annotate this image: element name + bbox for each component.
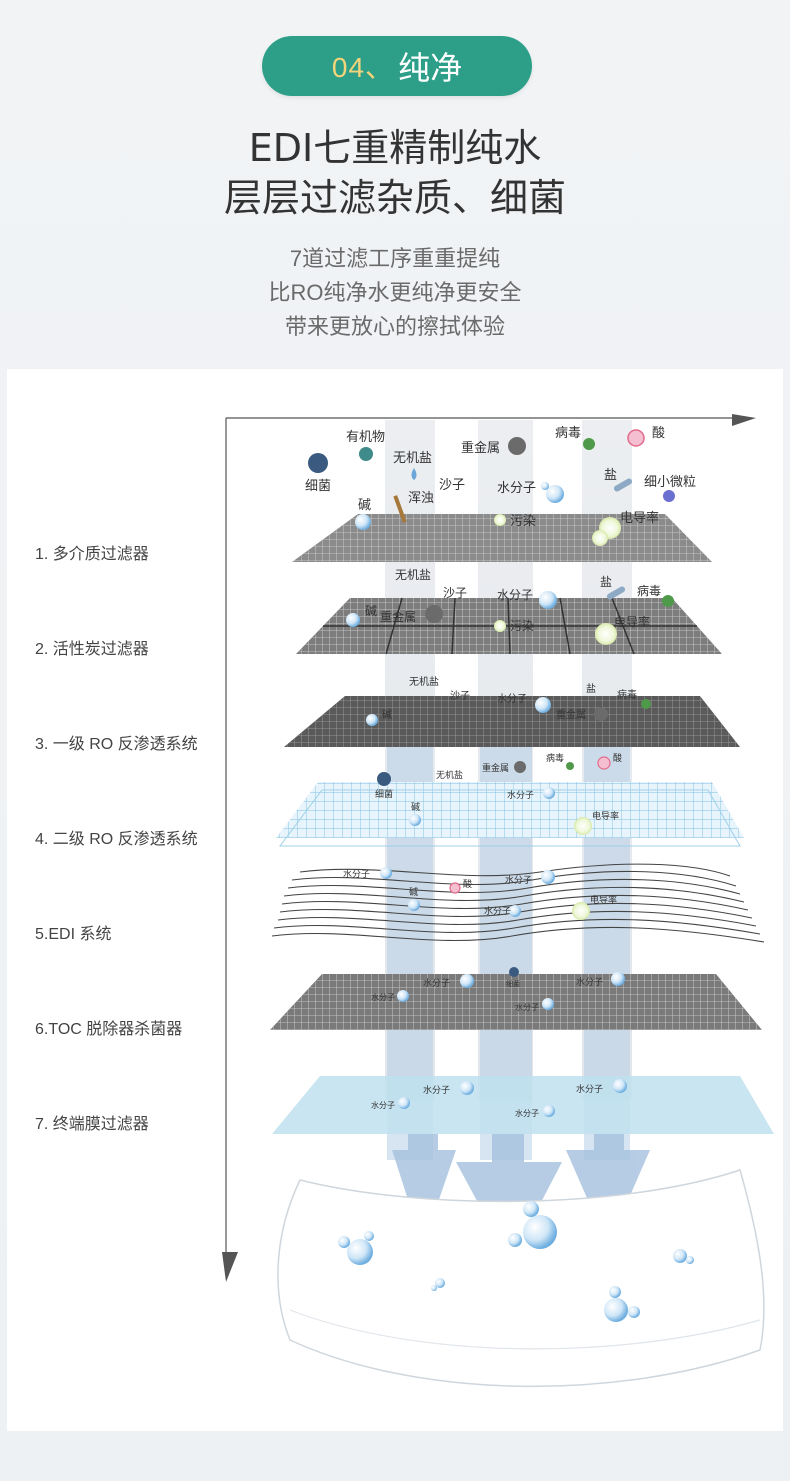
fine-particle-icon — [663, 490, 675, 502]
subtitle-line-1: 7道过滤工序重重提纯 — [289, 246, 501, 271]
label-alkali: 碱 — [358, 498, 371, 513]
filter-layer-4 — [276, 782, 744, 847]
impurity-icons — [308, 429, 675, 1117]
stage-label-6: 6.TOC 脱除器杀菌器 — [35, 1021, 183, 1038]
salt-crystal-icon — [613, 478, 633, 492]
filter-layer-7 — [272, 1076, 774, 1134]
label-turbidity: 浑浊 — [408, 491, 434, 506]
label-pollution: 污染 — [510, 514, 536, 529]
water-molecule-icon — [546, 485, 564, 503]
label-heavy-metal: 重金属 — [556, 708, 586, 721]
label-salt: 盐 — [604, 468, 617, 483]
stage-label-7: 7. 终端膜过滤器 — [35, 1116, 149, 1133]
label-heavy-metal: 重金属 — [380, 609, 416, 624]
label-water: 水分子 — [423, 977, 450, 989]
label-salt: 盐 — [600, 575, 612, 589]
turbidity-icon — [393, 495, 407, 523]
label-salt: 盐 — [586, 682, 596, 695]
label-bacteria: 细菌 — [506, 979, 520, 988]
subtitle-line-3: 带来更放心的擦拭体验 — [284, 314, 505, 339]
filter-layer-3 — [284, 696, 740, 747]
label-water: 水分子 — [576, 976, 603, 988]
label-alkali: 碱 — [365, 604, 377, 618]
acid-icon — [627, 429, 645, 447]
label-virus: 病毒 — [555, 426, 581, 441]
label-inorganic-salt: 无机盐 — [409, 675, 439, 688]
label-bacteria: 细菌 — [375, 788, 393, 800]
axis-frame — [222, 414, 756, 1282]
wipe-cloth — [277, 1169, 765, 1388]
label-water: 水分子 — [497, 588, 533, 602]
filter-layer-5 — [271, 863, 765, 943]
label-water: 水分子 — [343, 868, 370, 880]
label-inorganic-salt: 无机盐 — [436, 769, 463, 781]
label-sand: 沙子 — [443, 586, 467, 600]
label-virus: 病毒 — [637, 583, 661, 598]
label-inorganic-salt: 无机盐 — [393, 451, 432, 466]
filter-layer-2 — [296, 597, 722, 655]
label-water: 水分子 — [505, 874, 532, 886]
filter-layer-6 — [270, 974, 762, 1030]
stage-label-4: 4. 二级 RO 反渗透系统 — [35, 831, 198, 848]
label-conductivity: 电导率 — [592, 810, 619, 822]
label-water: 水分子 — [371, 992, 395, 1002]
section-badge: 04、 纯净 — [262, 36, 532, 96]
label-water: 水分子 — [515, 1108, 539, 1118]
label-acid: 酸 — [463, 879, 472, 890]
badge-label: 纯净 — [398, 50, 463, 86]
label-sand: 沙子 — [450, 690, 470, 702]
stage-label-3: 3. 一级 RO 反渗透系统 — [35, 736, 198, 753]
headline-line-2: 层层过滤杂质、细菌 — [223, 176, 566, 220]
label-virus: 病毒 — [546, 752, 564, 764]
impurity-labels: 有机物 细菌 无机盐 重金属 病毒 酸 碱 浑浊 沙子 水分子 盐 细小微粒 污… — [305, 426, 696, 1118]
organic-matter-icon — [359, 447, 373, 461]
label-heavy-metal: 重金属 — [482, 762, 509, 774]
label-alkali: 碱 — [382, 709, 392, 721]
alkali-icon — [355, 514, 371, 530]
stage-label-2: 2. 活性炭过滤器 — [35, 641, 149, 658]
label-water: 水分子 — [497, 693, 527, 705]
label-acid: 酸 — [652, 426, 665, 441]
label-heavy-metal: 重金属 — [461, 440, 500, 456]
label-conductivity: 电导率 — [614, 614, 650, 629]
label-organic: 有机物 — [346, 430, 385, 445]
label-water: 水分子 — [484, 905, 511, 917]
label-water: 水分子 — [515, 1002, 539, 1012]
label-virus: 病毒 — [617, 688, 637, 701]
label-water: 水分子 — [497, 481, 536, 496]
badge-number: 04、 — [331, 52, 395, 83]
stage-label-5: 5.EDI 系统 — [35, 926, 112, 943]
label-bacteria: 细菌 — [305, 479, 331, 494]
label-water: 水分子 — [423, 1084, 450, 1096]
water-bubbles — [338, 1201, 694, 1322]
label-inorganic-salt: 无机盐 — [395, 568, 431, 582]
label-alkali: 碱 — [409, 887, 418, 898]
label-sand: 沙子 — [439, 478, 465, 493]
subtitle-line-2: 比RO纯净水更纯净更安全 — [268, 280, 522, 305]
label-acid: 酸 — [613, 753, 622, 764]
label-water: 水分子 — [371, 1100, 395, 1110]
label-alkali: 碱 — [411, 802, 420, 813]
output-arrows — [392, 1134, 650, 1262]
pollution-icon — [494, 514, 506, 526]
label-conductivity: 电导率 — [590, 894, 617, 906]
salt-drop-icon — [411, 468, 417, 480]
headline-line-1: EDI七重精制纯水 — [248, 126, 542, 170]
label-water: 水分子 — [507, 789, 534, 801]
label-fine-particle: 细小微粒 — [644, 475, 696, 490]
heavy-metal-icon — [508, 437, 526, 455]
bacteria-icon — [308, 453, 328, 473]
stage-label-1: 1. 多介质过滤器 — [35, 546, 149, 563]
label-pollution: 污染 — [510, 618, 534, 633]
label-conductivity: 电导率 — [620, 510, 659, 526]
virus-icon — [583, 438, 595, 450]
label-water: 水分子 — [576, 1083, 603, 1095]
